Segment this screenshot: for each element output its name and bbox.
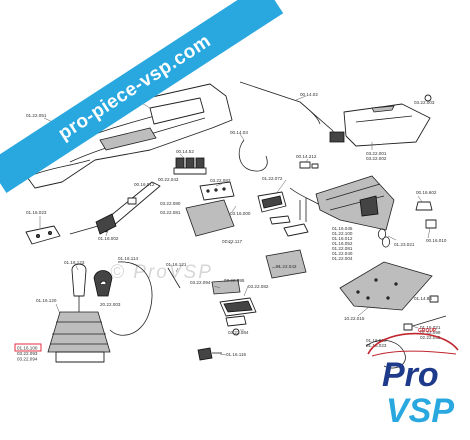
label-01-14-84: 01.14.84 bbox=[414, 296, 432, 301]
label-03-22-083: 03.22.083 bbox=[210, 178, 231, 183]
label-00-16-012: 00.16.012 bbox=[134, 182, 155, 187]
gear-cable bbox=[109, 261, 153, 336]
label-03-22-001: 03.22.001 bbox=[366, 151, 387, 156]
pedal-rubber-pad bbox=[199, 181, 235, 201]
logo-word-vsp: VSP bbox=[386, 392, 455, 430]
throttle-cable bbox=[365, 339, 406, 369]
label-01-22-051: 01.22.051 bbox=[26, 113, 47, 118]
stack-cable-2: 01.18.023 bbox=[366, 343, 387, 348]
label-01-22-072: 01.22.072 bbox=[262, 176, 283, 181]
stack-right-2: 01.22.100 bbox=[332, 231, 353, 236]
label-01-16-116: 01.16.116 bbox=[226, 352, 247, 357]
stack-right-7: 01.22.004 bbox=[332, 256, 353, 261]
label-03-22-002: 03.22.002 bbox=[366, 156, 387, 161]
stack-rod-3: 02.22.055 bbox=[420, 335, 441, 340]
retaining-clip bbox=[197, 347, 222, 361]
label-00-22-043: 00.22.043 bbox=[158, 177, 179, 182]
label-01-16-123: 01.16.123 bbox=[64, 260, 85, 265]
stack-right-6: 01.22.040 bbox=[332, 251, 353, 256]
label-01-22-117: 01.22.117 bbox=[222, 239, 243, 244]
label-00-16-602: 00.16.602 bbox=[416, 190, 437, 195]
label-03-22-003: 03.22.003 bbox=[414, 100, 435, 105]
label-00-14-52: 00.14.52 bbox=[176, 149, 194, 154]
stack-rod-1: 01.16.021 bbox=[420, 325, 441, 330]
switch-block bbox=[173, 157, 207, 175]
pedal-bracket-assembly bbox=[289, 175, 395, 231]
logo-word-pro: Pro bbox=[382, 356, 439, 394]
label-00-14-03: 00.14.03 bbox=[230, 130, 248, 135]
stack-cable-1: 01.16.060 bbox=[366, 338, 387, 343]
bolt-and-nut bbox=[415, 201, 437, 229]
ghost-watermark: © ProVSP bbox=[110, 262, 213, 283]
label-00-14-212: 00.14.212 bbox=[296, 154, 317, 159]
stack-lever-3: 03.22.094 bbox=[17, 357, 38, 362]
label-stack-rod: 01.16.021 01.22.099 02.22.055 bbox=[420, 325, 441, 340]
label-stack-right: 01.16.045 01.22.100 01.16.012 01.16.052 … bbox=[332, 226, 353, 261]
gear-knob bbox=[93, 270, 113, 297]
label-01-16-023: 01.16.023 bbox=[26, 210, 47, 215]
label-03-22-084: 03.22.084 bbox=[228, 330, 249, 335]
label-03-22-080: 03.22.080 bbox=[160, 201, 181, 206]
part-labels: 01.22.051 01.16.075 00.14.02 03.22.003 0… bbox=[14, 92, 447, 362]
stack-right-1: 01.16.045 bbox=[332, 226, 353, 231]
label-03-22-095: 03.22.095 bbox=[224, 278, 245, 283]
label-00-16-010: 00.16.010 bbox=[426, 238, 447, 243]
stack-lever-1: 01.16.100 bbox=[17, 346, 38, 351]
label-10-22-015: 10.22.015 bbox=[344, 316, 365, 321]
hand-brake-lever bbox=[69, 181, 161, 235]
stack-right-4: 01.16.052 bbox=[332, 241, 353, 246]
label-03-22-094: 03.22.094 bbox=[190, 280, 211, 285]
floor-mat bbox=[339, 261, 433, 311]
wire-harness bbox=[238, 139, 268, 172]
label-01-23-021: 01.23.021 bbox=[394, 242, 415, 247]
label-01-16-120: 01.16.120 bbox=[36, 298, 57, 303]
label-20-22-003: 20.22.003 bbox=[100, 302, 121, 307]
gear-lever-boot bbox=[47, 263, 111, 363]
car-silhouette-icon bbox=[367, 332, 459, 357]
label-stack-lever: 01.16.100 03.22.093 03.22.094 bbox=[14, 343, 42, 362]
antenna-cable bbox=[239, 81, 345, 143]
floor-bracket bbox=[25, 225, 61, 245]
label-01-16-114: 01.16.114 bbox=[118, 256, 139, 261]
stack-right-3: 01.16.012 bbox=[332, 236, 353, 241]
logo-tagline: GROUP bbox=[418, 328, 437, 334]
stack-rod-2: 01.22.099 bbox=[420, 330, 441, 335]
label-03-22-082: 03.22.082 bbox=[248, 284, 269, 289]
provsp-logo: GROUP Pro VSP bbox=[356, 322, 466, 434]
highlight-box bbox=[14, 343, 42, 352]
label-01-16-121: 01.16.121 bbox=[166, 262, 187, 267]
pedal-pads bbox=[185, 191, 309, 279]
label-01-22-043: 01.22.043 bbox=[276, 264, 297, 269]
label-03-16-000: 03.16.000 bbox=[230, 211, 251, 216]
sun-visor bbox=[343, 94, 432, 147]
gear-cable-end bbox=[167, 267, 181, 289]
label-01-16-002: 01.16.002 bbox=[98, 236, 119, 241]
connector-clip bbox=[299, 161, 319, 169]
stack-lever-2: 03.22.093 bbox=[17, 351, 38, 356]
label-stack-cable: 01.16.060 01.18.023 bbox=[366, 338, 387, 348]
label-03-22-081: 03.22.081 bbox=[160, 210, 181, 215]
stack-right-5: 01.22.081 bbox=[332, 246, 353, 251]
return-spring bbox=[377, 228, 391, 248]
pedal-rubber-stack bbox=[211, 279, 257, 336]
label-00-14-02: 00.14.02 bbox=[300, 92, 318, 97]
